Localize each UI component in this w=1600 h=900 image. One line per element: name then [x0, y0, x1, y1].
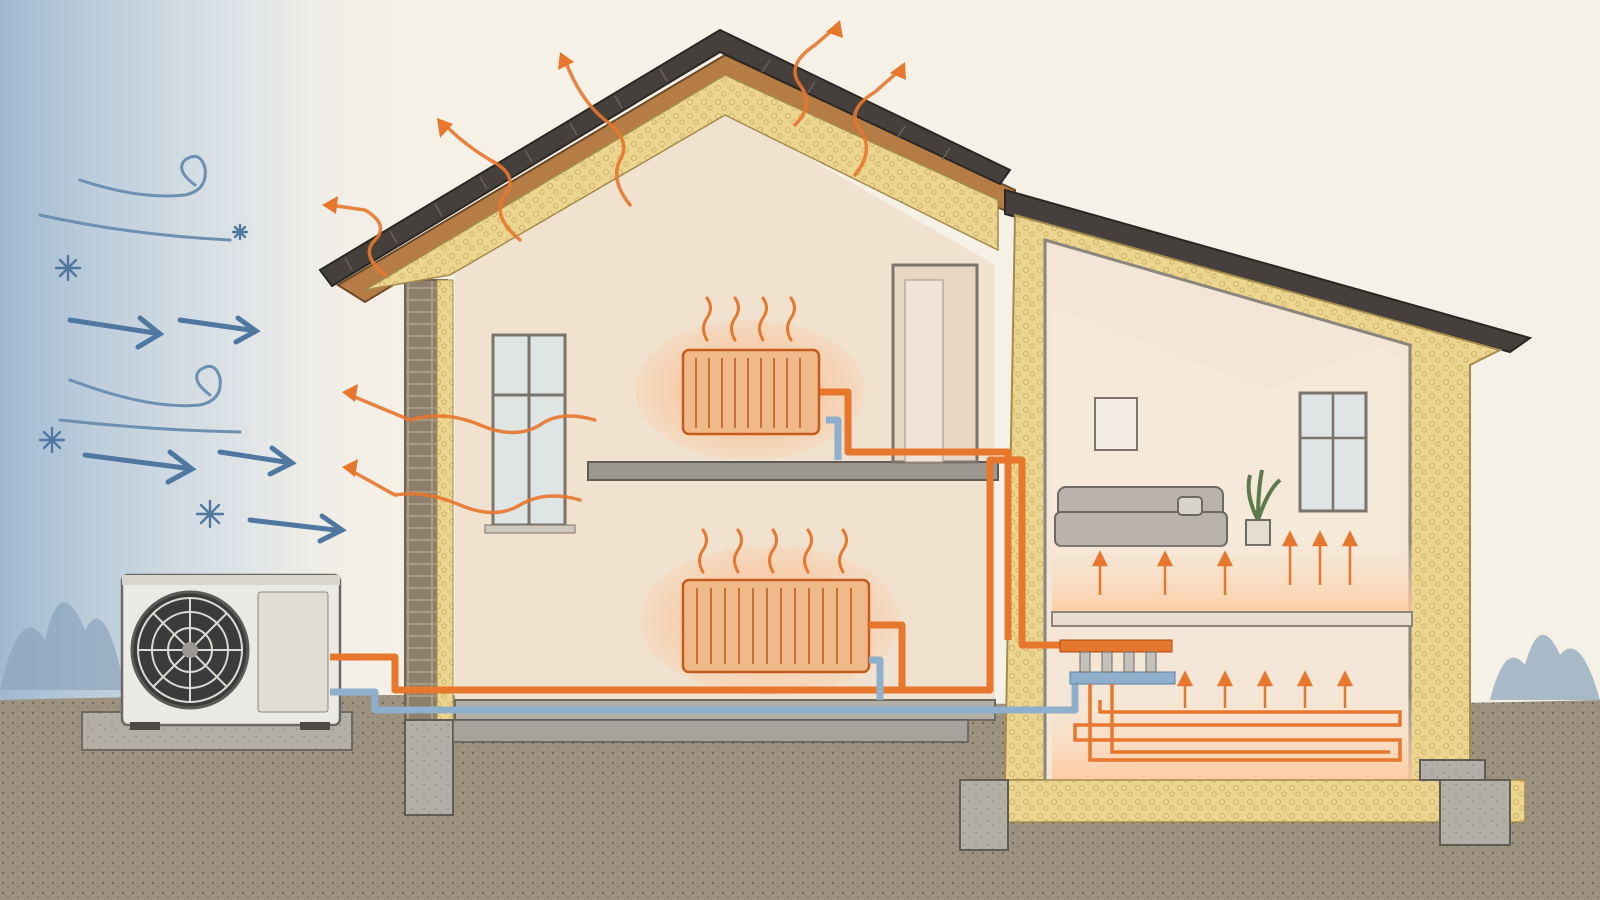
radiator-lower	[640, 545, 900, 695]
floor-slab-upper	[587, 461, 999, 481]
snowflake-icon	[38, 223, 249, 529]
outdoor-heat-pump-unit	[120, 573, 342, 730]
wall-picture	[1094, 397, 1138, 451]
plant	[1245, 469, 1282, 546]
heat-loss-arrows	[328, 26, 902, 515]
window-left	[484, 333, 576, 534]
heat-loss-arrowheads	[322, 20, 906, 477]
window-right	[1298, 391, 1368, 513]
doorway	[891, 263, 979, 464]
bushes-right	[1490, 634, 1600, 700]
sofa	[1054, 486, 1228, 547]
heat-up-arrow-icon	[1091, 530, 1359, 708]
foundation-extension	[964, 779, 1526, 823]
roof-tiles	[318, 28, 1012, 288]
heat-wave-icon	[698, 296, 848, 574]
manifold	[1059, 639, 1176, 685]
wind-arrow-icon	[67, 315, 347, 544]
wind-swirl-icon	[38, 154, 242, 434]
floor-slab-extension	[1051, 611, 1413, 627]
insulated-extension	[959, 188, 1533, 851]
foundation-left	[404, 719, 454, 816]
underfloor-heating-loop	[1073, 684, 1402, 762]
bushes-left	[0, 602, 125, 690]
flow-pipe-hot	[330, 388, 1160, 694]
radiator-upper	[635, 320, 865, 460]
fan-icon	[130, 590, 250, 710]
